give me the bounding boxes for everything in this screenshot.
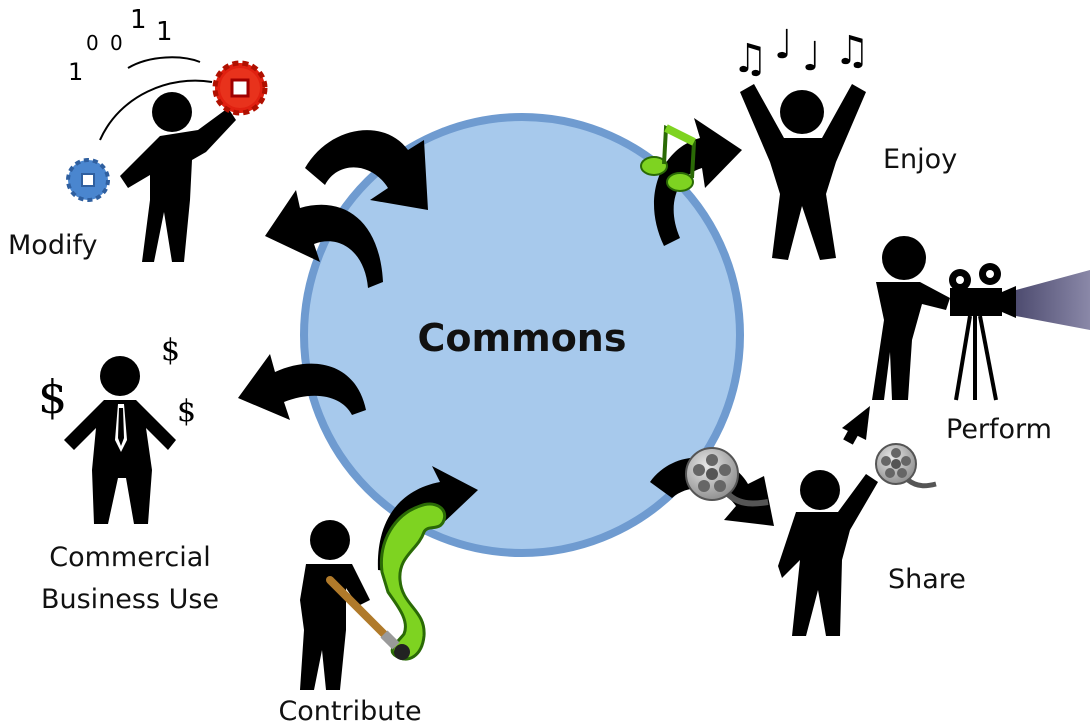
binary-digit: 1 (130, 5, 147, 35)
perform-figure (872, 236, 950, 400)
contribute-arrow (377, 466, 478, 572)
music-note: ♫ (732, 36, 768, 82)
paint-brush-icon (326, 576, 410, 660)
binary-digit: 1 (156, 17, 173, 47)
binary-digit: 1 (68, 58, 83, 86)
commercial-arrow (238, 354, 366, 420)
commons-label: Commons (418, 316, 627, 360)
dollar-sign: $ (38, 370, 67, 424)
commercial-figure (64, 356, 176, 524)
modify-label: Modify (8, 230, 97, 261)
film-reel-icon (685, 447, 769, 507)
music-note: ♩ (802, 34, 821, 80)
projector-beam (1016, 270, 1090, 330)
commons-circle (300, 113, 744, 557)
modify-figure (99, 56, 236, 262)
share-label: Share (888, 564, 966, 595)
red-gear-icon (212, 60, 268, 116)
share-figure (778, 470, 878, 636)
dollar-sign: $ (161, 333, 180, 368)
share-to-perform-arrow (842, 406, 870, 445)
music-note: ♩ (774, 22, 793, 68)
dollar-sign: $ (177, 394, 196, 429)
film-reel-icon (875, 443, 937, 489)
green-music-note-icon (640, 124, 697, 192)
contribute-label: Contribute (278, 696, 421, 725)
commercial-label-line1: Commercial (49, 542, 211, 573)
perform-label: Perform (946, 414, 1052, 445)
music-note: ♫ (834, 28, 870, 74)
blue-gear-icon (66, 158, 110, 202)
commercial-label-line2: Business Use (41, 584, 219, 615)
enjoy-arrow (653, 118, 742, 246)
binary-digit: 0 (110, 31, 123, 55)
enjoy-figure (740, 84, 866, 260)
contribute-figure (300, 520, 370, 690)
modify-incoming-arrow (265, 190, 383, 288)
enjoy-label: Enjoy (883, 144, 957, 175)
green-paint-splash (379, 502, 447, 661)
binary-digit: 0 (86, 31, 99, 55)
modify-outgoing-arrow (305, 130, 428, 210)
movie-camera-icon (949, 263, 1016, 401)
share-arrow (650, 457, 774, 526)
